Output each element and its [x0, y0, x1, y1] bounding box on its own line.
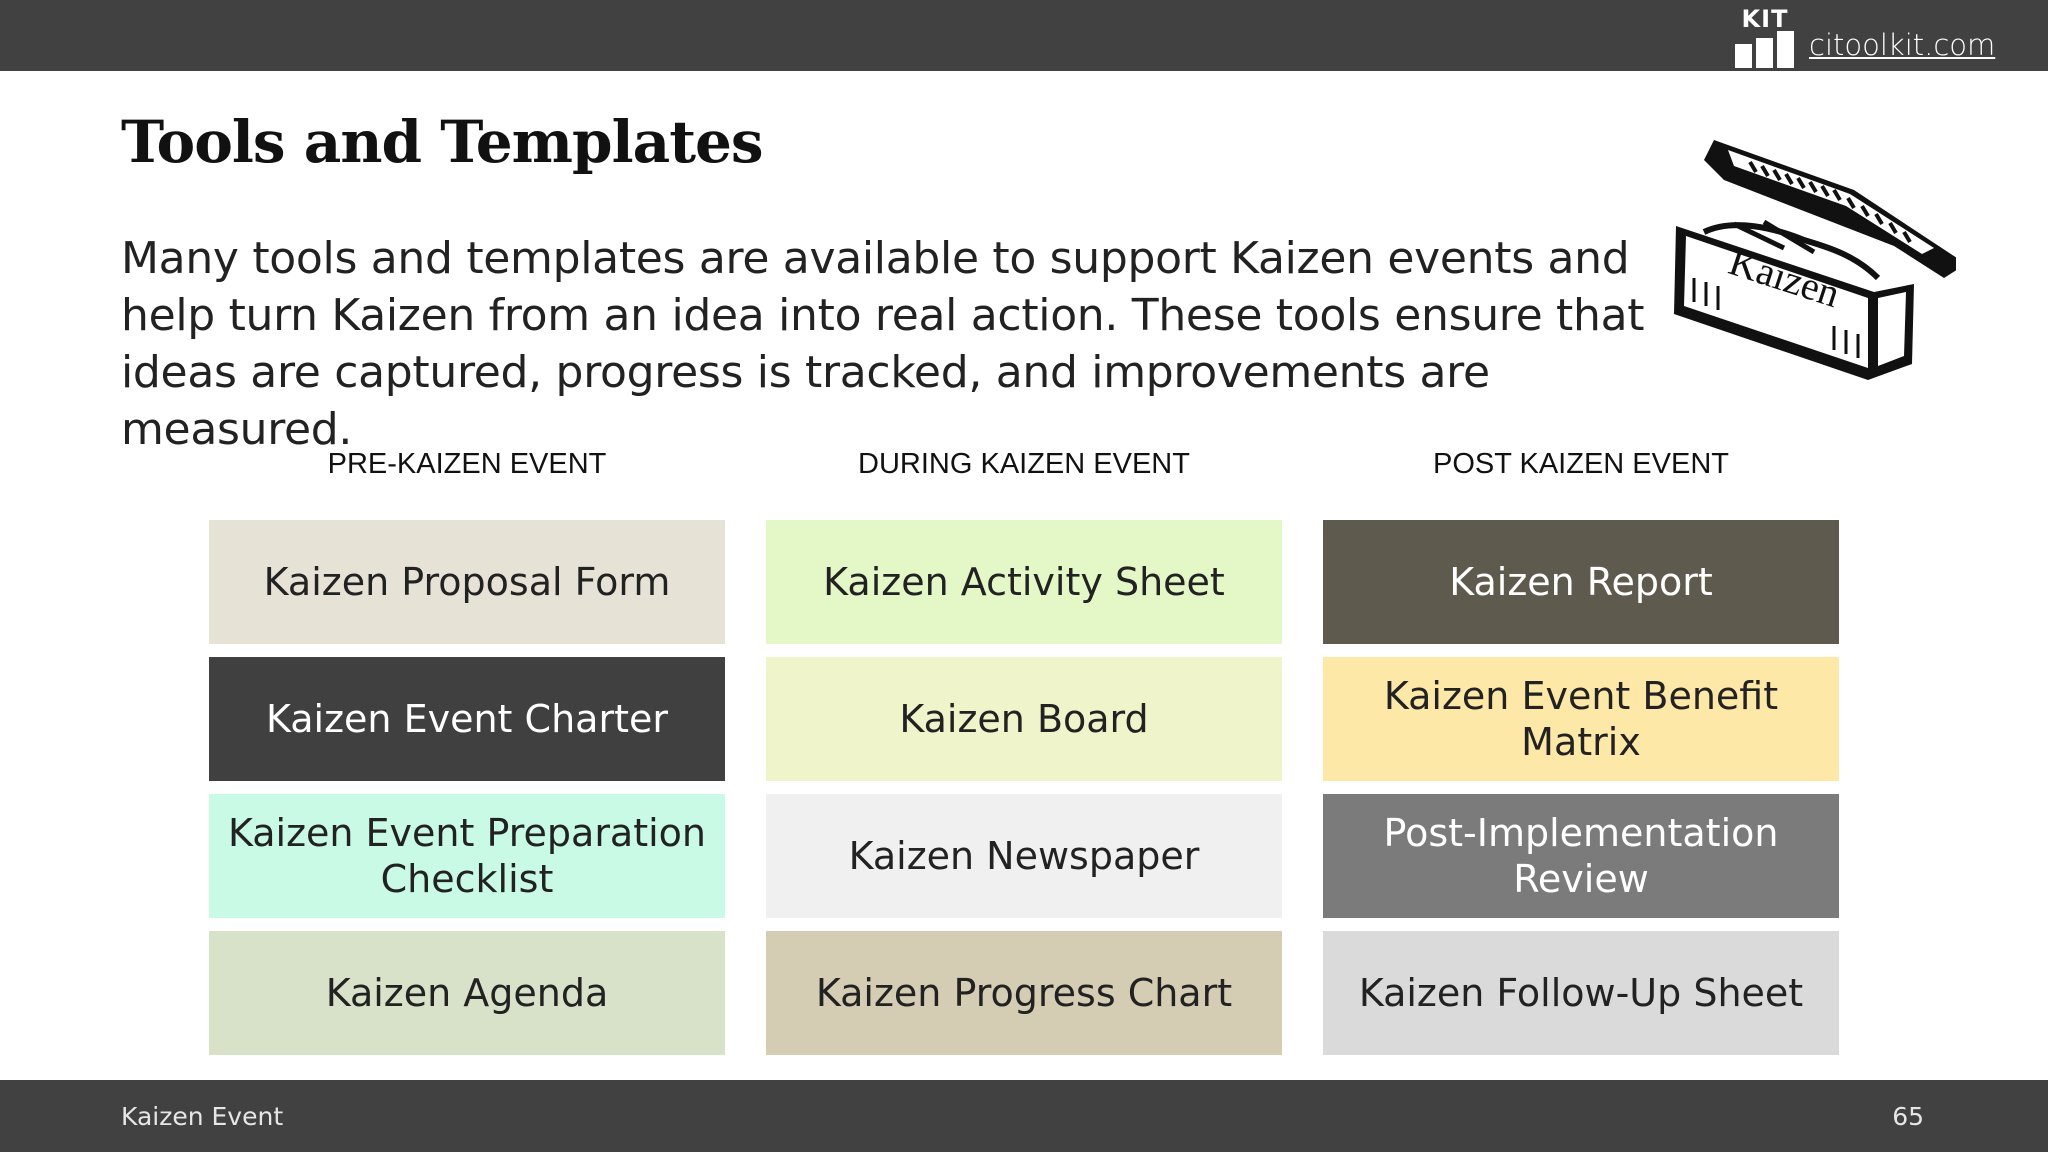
footer-title: Kaizen Event [121, 1102, 284, 1131]
logo-bar-short [1735, 44, 1752, 68]
site-link[interactable]: citoolkit.com [1809, 28, 1996, 62]
tool-card[interactable]: Kaizen Report [1323, 520, 1839, 644]
column-heading-pre: PRE-KAIZEN EVENT [327, 448, 607, 480]
tool-card[interactable]: Kaizen Event Charter [209, 657, 725, 781]
kit-logo-icon[interactable]: KIT [1734, 6, 1796, 68]
column-heading-post: POST KAIZEN EVENT [1433, 448, 1729, 480]
tool-card[interactable]: Kaizen Event Preparation Checklist [209, 794, 725, 918]
logo-bar-medium [1756, 38, 1773, 68]
logo-text: KIT [1741, 5, 1789, 33]
tool-card[interactable]: Kaizen Proposal Form [209, 520, 725, 644]
footer-bar: Kaizen Event 65 [0, 1080, 2048, 1152]
tool-card[interactable]: Kaizen Follow-Up Sheet [1323, 931, 1839, 1055]
toolbox-icon: Kaizen [1674, 140, 1956, 380]
logo-bar-tall [1777, 31, 1794, 68]
column-heading-during: DURING KAIZEN EVENT [858, 448, 1190, 480]
tool-card[interactable]: Kaizen Activity Sheet [766, 520, 1282, 644]
tool-card[interactable]: Kaizen Agenda [209, 931, 725, 1055]
intro-line: Many tools and templates are available t… [121, 233, 1630, 284]
top-bar: KIT citoolkit.com [0, 0, 2048, 71]
tool-card[interactable]: Post-Implementation Review [1323, 794, 1839, 918]
page-number: 65 [1892, 1102, 1924, 1131]
intro-paragraph: Many tools and templates are available t… [121, 230, 1681, 458]
slide-title: Tools and Templates [121, 108, 764, 176]
intro-line: ideas are captured, progress is tracked,… [121, 347, 1490, 455]
tool-card[interactable]: Kaizen Board [766, 657, 1282, 781]
tool-card[interactable]: Kaizen Newspaper [766, 794, 1282, 918]
tool-card[interactable]: Kaizen Progress Chart [766, 931, 1282, 1055]
tool-card[interactable]: Kaizen Event Benefit Matrix [1323, 657, 1839, 781]
intro-line: help turn Kaizen from an idea into real … [121, 290, 1645, 341]
